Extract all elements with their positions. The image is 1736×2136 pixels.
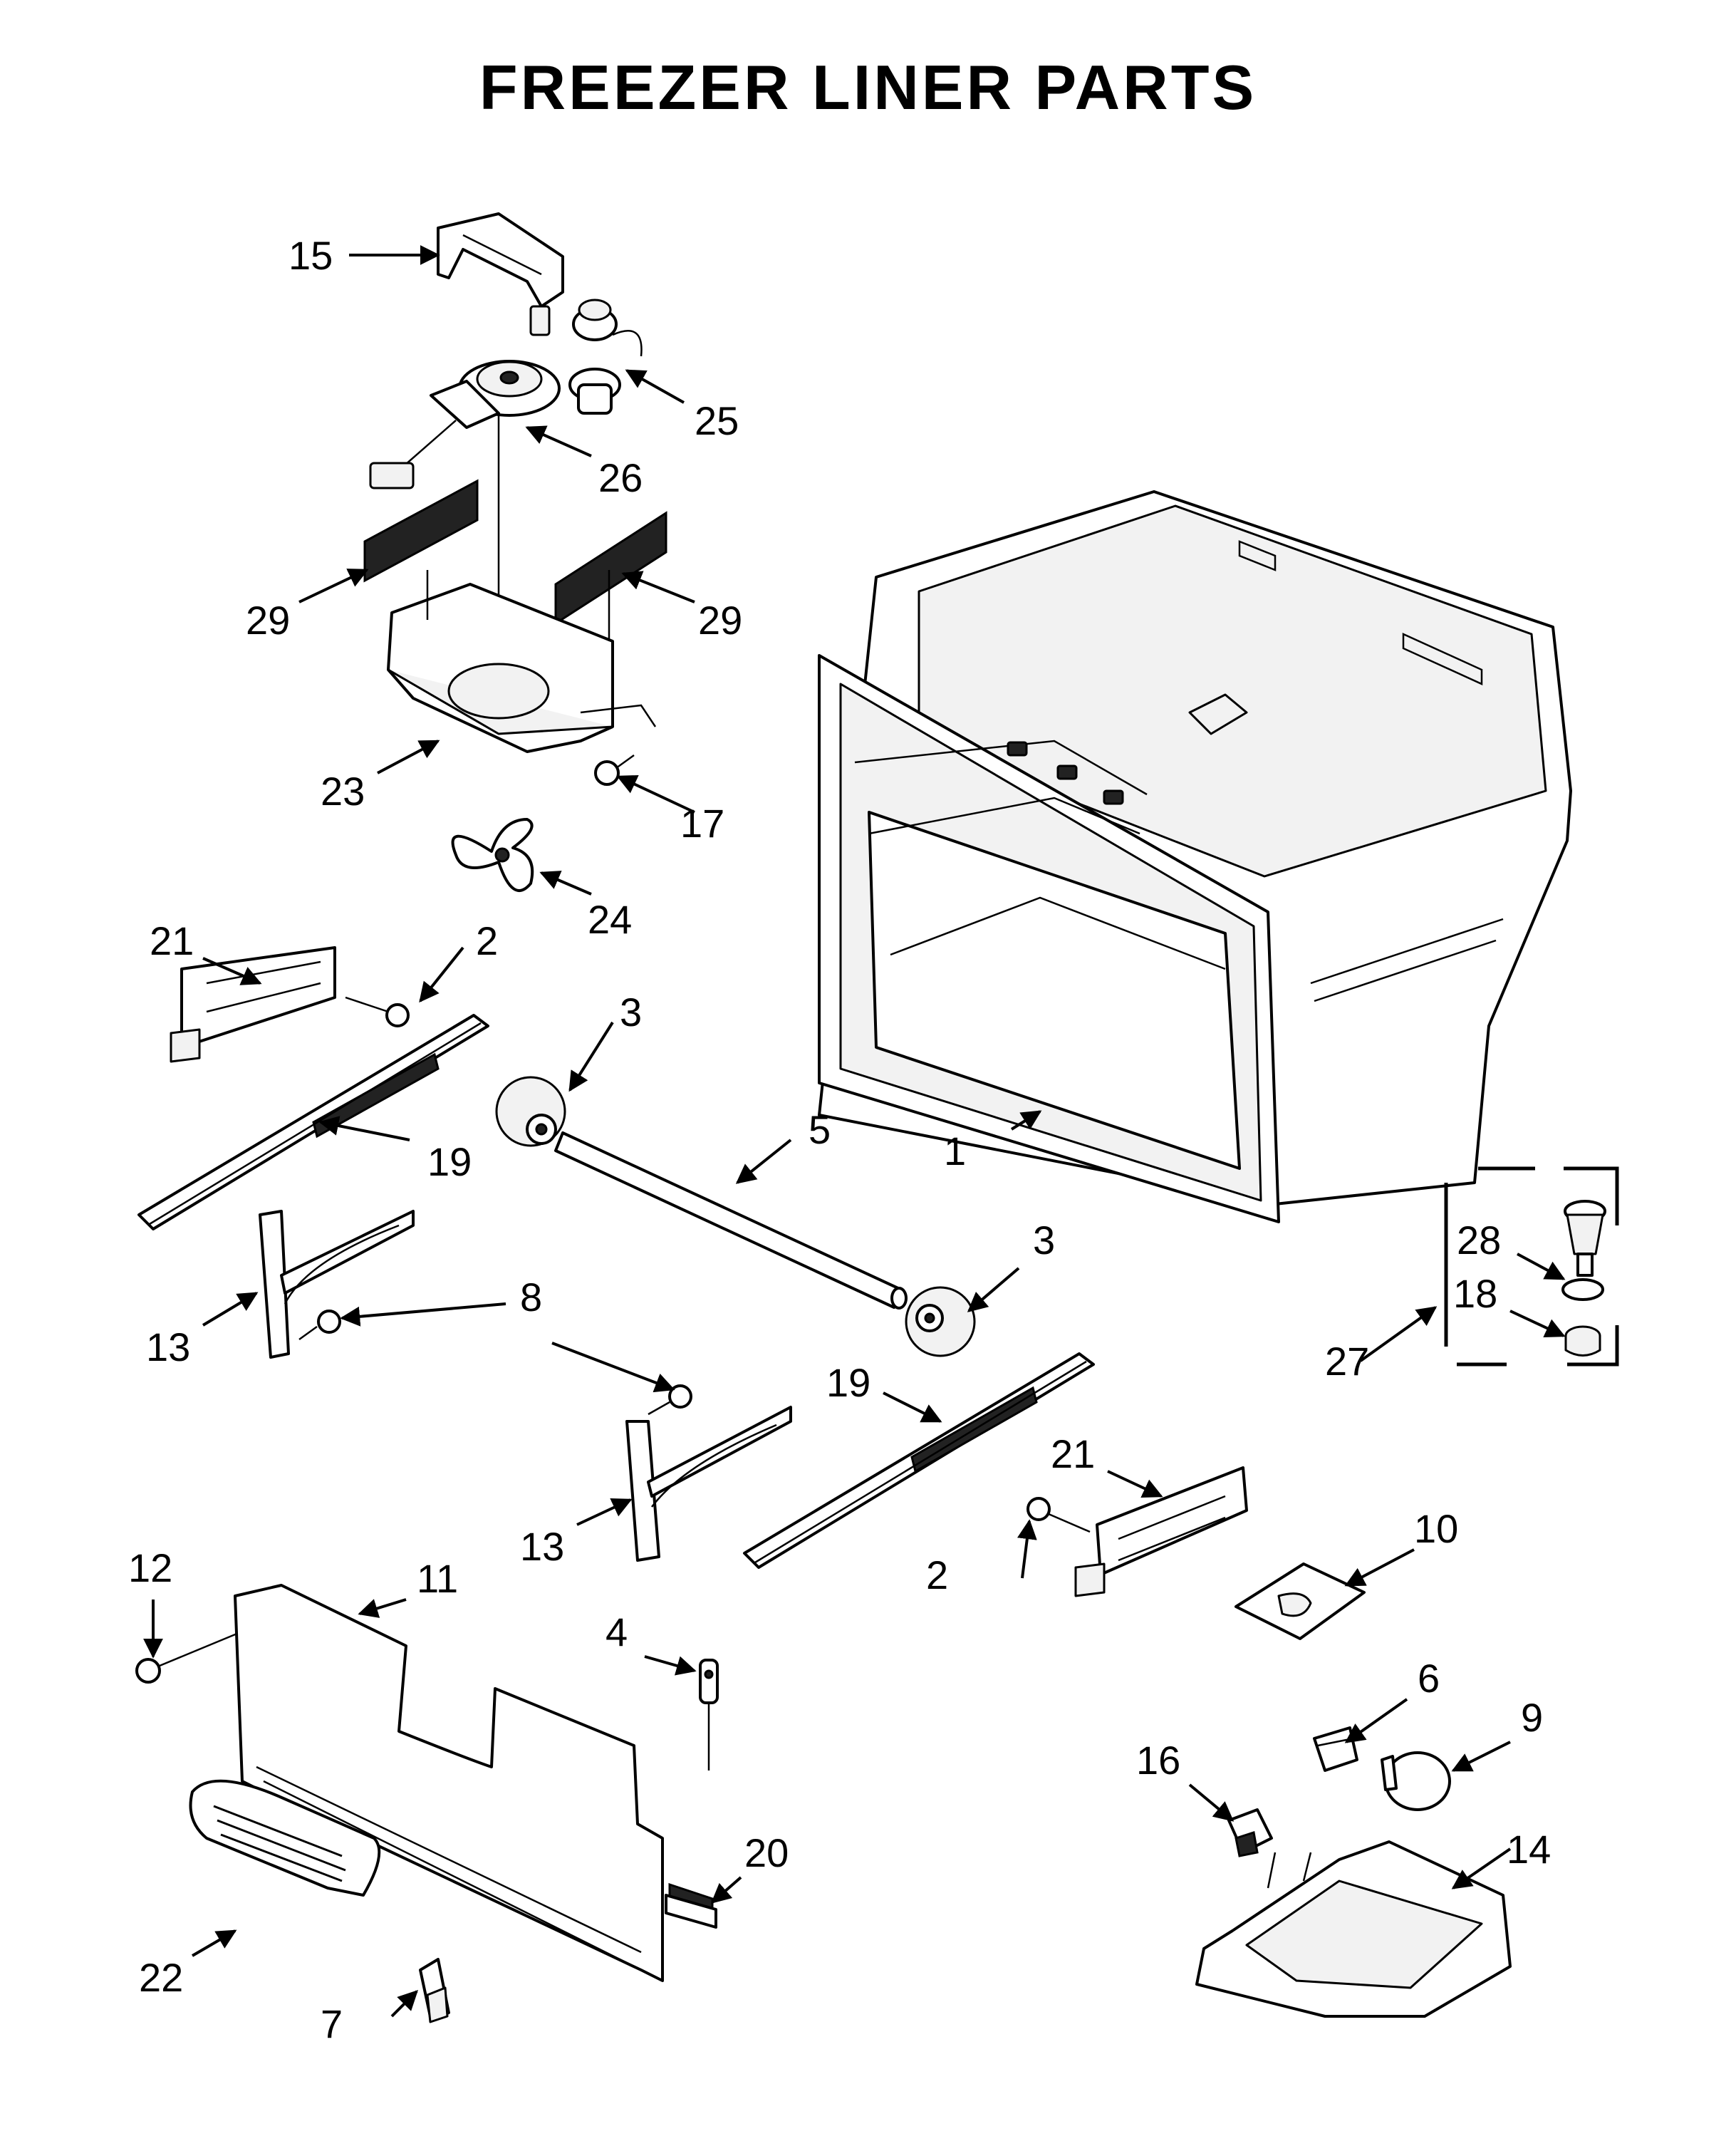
callout-16: 16 — [1136, 1738, 1180, 1783]
part-29-insulation-left — [363, 479, 479, 583]
callout-22: 22 — [139, 1955, 183, 2000]
part-6-lamp-socket — [1313, 1726, 1358, 1772]
part-9-bulb — [1381, 1751, 1451, 1811]
part-2-screw-lower — [1026, 1497, 1091, 1533]
callout-5: 5 — [809, 1107, 831, 1152]
callout-28: 28 — [1457, 1218, 1501, 1263]
callout-25: 25 — [695, 398, 739, 443]
diagram-title: FREEZER LINER PARTS — [479, 52, 1257, 123]
callout-24: 24 — [588, 897, 632, 942]
part-13-bracket-left — [259, 1210, 415, 1359]
part-3-gear-upper — [495, 1076, 566, 1147]
callout-19-left: 19 — [427, 1139, 472, 1184]
callout-18: 18 — [1453, 1271, 1497, 1316]
part-11-panel — [234, 1584, 714, 1982]
part-12-screw — [135, 1632, 239, 1684]
callout-labels: 1 2 2 3 3 4 5 6 7 8 9 10 11 12 13 13 14 … — [128, 233, 1551, 2046]
callout-11: 11 — [417, 1556, 458, 1601]
part-7-clip — [419, 1958, 450, 2023]
callout-4: 4 — [605, 1609, 628, 1654]
part-1-freezer-liner — [818, 490, 1572, 1223]
callout-6: 6 — [1418, 1656, 1440, 1701]
callout-21-upper: 21 — [150, 918, 194, 963]
part-2-screw-upper — [345, 996, 410, 1027]
part-23-fan-housing — [387, 570, 657, 753]
callout-2-lower: 2 — [926, 1552, 948, 1597]
part-8-screw-right — [648, 1384, 692, 1416]
part-29-insulation-right — [554, 511, 667, 626]
part-13-bracket-center — [625, 1406, 792, 1562]
part-19-slide-rail-left — [137, 1014, 489, 1230]
part-15-bracket — [437, 212, 564, 336]
part-21-rail-mount-upper — [170, 946, 336, 1063]
part-8-screw-left — [298, 1310, 341, 1341]
callout-1: 1 — [944, 1129, 966, 1173]
part-24-fan-blade — [451, 818, 534, 892]
callout-26: 26 — [598, 455, 643, 500]
part-18-grommet — [1564, 1325, 1601, 1357]
part-26-fan-motor — [369, 360, 561, 712]
part-19-slide-rail-right — [743, 1352, 1095, 1569]
callout-20: 20 — [744, 1830, 789, 1875]
part-21-rail-mount-lower — [1074, 1466, 1248, 1597]
callout-12: 12 — [128, 1545, 172, 1590]
part-4-sensor — [699, 1659, 719, 1771]
part-16-switch — [1227, 1808, 1273, 1857]
part-10-label-sheet — [1235, 1562, 1366, 1640]
callout-27: 27 — [1325, 1339, 1369, 1384]
callout-8: 8 — [520, 1275, 542, 1320]
callout-29-left: 29 — [246, 598, 290, 643]
part-14-light-housing — [1195, 1840, 1512, 2018]
callout-23: 23 — [321, 769, 365, 814]
callout-3-upper: 3 — [620, 990, 642, 1035]
callout-19-right: 19 — [826, 1360, 870, 1405]
part-5-shaft — [554, 1131, 908, 1310]
callout-9: 9 — [1521, 1695, 1543, 1740]
callout-13-left: 13 — [146, 1324, 190, 1369]
part-22-grille — [189, 1779, 381, 1897]
part-3-gear-lower — [905, 1286, 976, 1357]
part-20-strip — [665, 1894, 717, 1929]
part-27-kit-bracket — [1444, 1166, 1619, 1367]
callout-15: 15 — [289, 233, 333, 278]
part-25-damper-motor — [568, 299, 643, 415]
callout-3-lower: 3 — [1033, 1218, 1055, 1263]
callout-29-right: 29 — [698, 598, 742, 643]
part-17-screw — [594, 754, 635, 786]
callout-13-center: 13 — [520, 1524, 564, 1569]
leader-lines — [143, 245, 1566, 2018]
callout-14: 14 — [1507, 1827, 1551, 1872]
part-28-drain-fitting — [1561, 1200, 1606, 1301]
callout-10: 10 — [1414, 1506, 1458, 1551]
callout-17: 17 — [680, 801, 724, 846]
callout-2-upper: 2 — [476, 918, 498, 963]
callout-21-lower: 21 — [1051, 1431, 1095, 1476]
callout-7: 7 — [321, 2001, 343, 2046]
